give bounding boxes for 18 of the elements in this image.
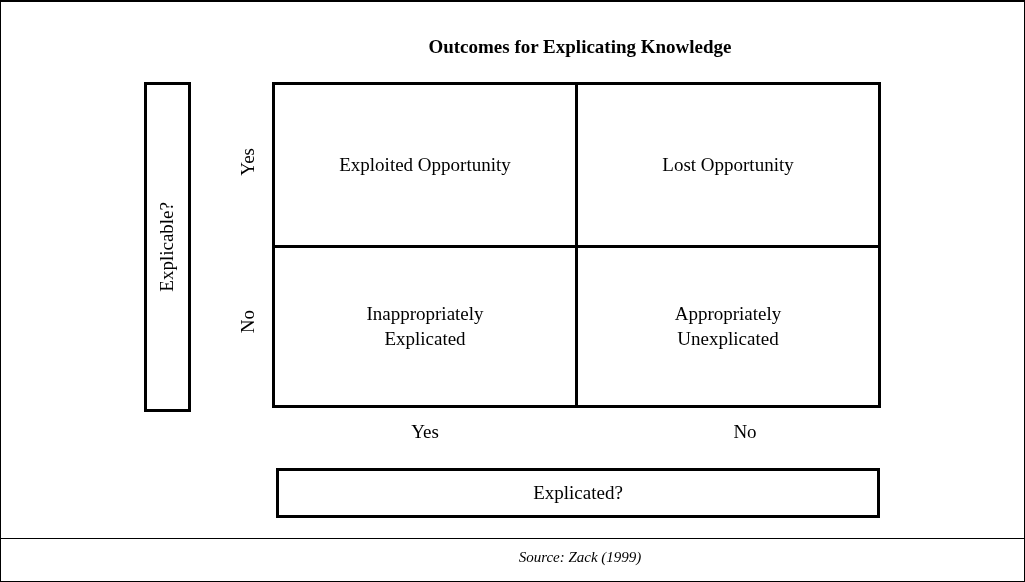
quadrant-label: Appropriately Unexplicated	[673, 301, 783, 351]
matrix-quadrant	[272, 245, 578, 408]
chart-title: Outcomes for Explicating Knowledge	[427, 36, 733, 58]
matrix-quadrant	[575, 82, 881, 248]
axis-title: Explicated?	[533, 480, 623, 505]
axis-title: Explicable?	[155, 202, 179, 292]
row-label: Yes	[236, 148, 259, 176]
quadrant-label: Lost Opportunity	[662, 152, 794, 177]
row-label: No	[236, 310, 259, 334]
axis-title-box	[144, 82, 191, 412]
axis-title-box	[276, 468, 880, 518]
matrix-quadrant	[575, 245, 881, 408]
quadrant-label: Exploited Opportunity	[339, 152, 511, 177]
column-label: Yes	[410, 420, 440, 444]
matrix-quadrant	[272, 82, 578, 248]
source-caption: Source: Zack (1999)	[517, 549, 643, 566]
column-label: No	[732, 420, 758, 444]
quadrant-label: Inappropriately Explicated	[365, 301, 485, 351]
